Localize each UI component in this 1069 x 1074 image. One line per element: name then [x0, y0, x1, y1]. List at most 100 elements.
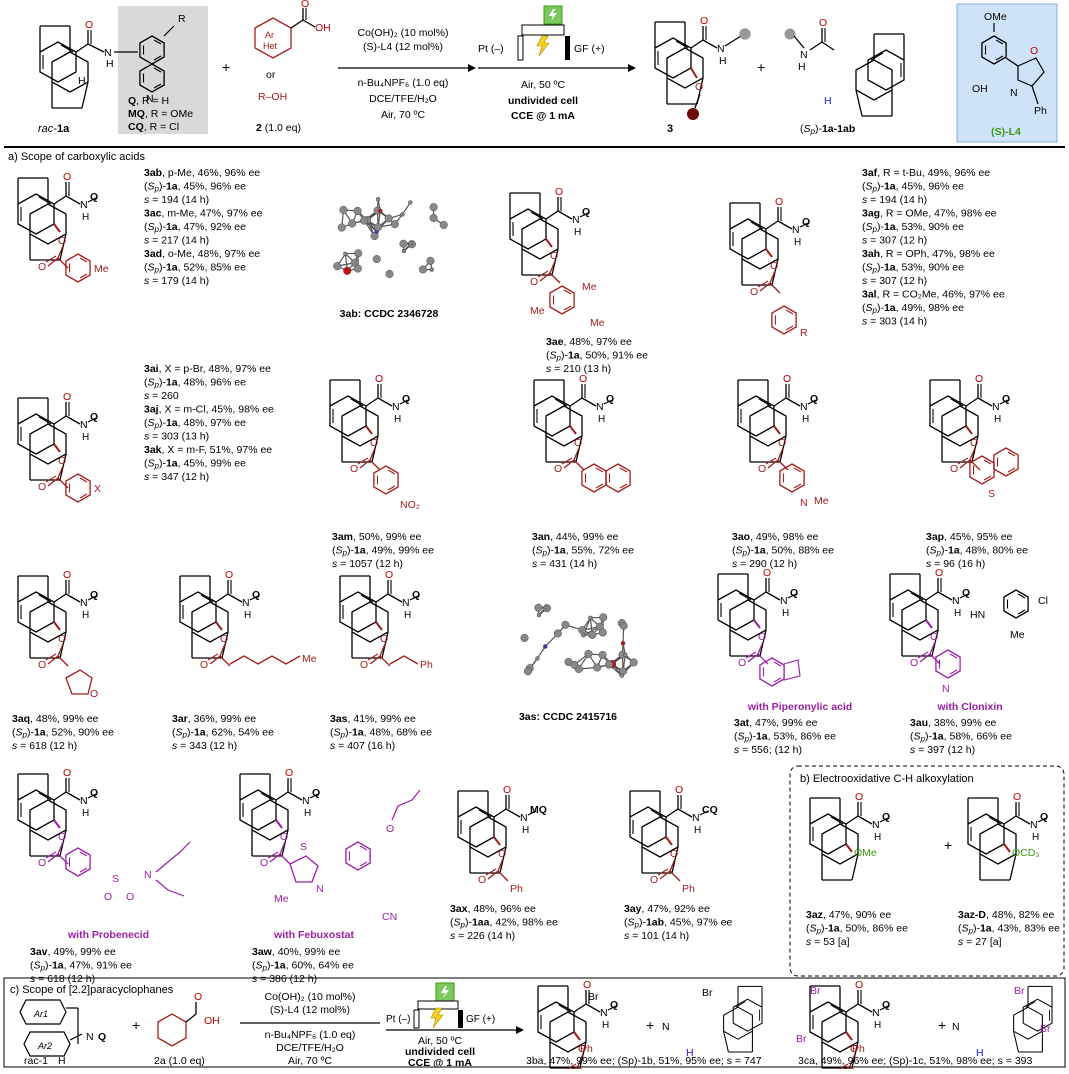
paracyclophane-core	[510, 193, 558, 275]
ortho-hydrogen: H	[78, 75, 86, 87]
carbonyl-oxygen: O	[63, 391, 71, 403]
bond	[276, 820, 282, 828]
cathode-label: Pt (–)	[478, 43, 504, 55]
yield-line: (Sp)-1a, 55%, 72% ee	[532, 545, 634, 558]
aminoquinoline-group: Q	[882, 999, 890, 1011]
acid-hydroxyl: OH	[315, 22, 331, 34]
yield-line: s = 303 (13 h)	[144, 431, 209, 443]
bond	[810, 42, 822, 50]
xray-atom	[570, 661, 578, 669]
bond	[70, 1034, 82, 1040]
arrow-head	[516, 1026, 524, 1034]
drug-name-piperonylic-acid: with Piperonylic acid	[747, 701, 852, 713]
ester-carbonyl-oxygen: O	[650, 874, 658, 886]
condition-line: Air, 70 ºC	[288, 1055, 333, 1067]
ester-oxygen: O	[58, 455, 66, 467]
bond	[858, 1004, 872, 1012]
yield-line: 3ak, X = m-F, 51%, 97% ee	[144, 444, 272, 456]
yield-line: 3am, 50%, 99% ee	[332, 531, 421, 543]
bond	[846, 844, 852, 852]
paracyclophane-core	[968, 798, 1016, 880]
bromo-substituent: Br	[1040, 1023, 1051, 1035]
amide-nitrogen: N	[800, 401, 808, 413]
bond	[564, 460, 574, 468]
yield-line: 3ax, 48%, 96% ee	[450, 903, 536, 915]
bond	[1016, 816, 1030, 824]
condition-line: (S)-L4 (12 mol%)	[363, 41, 443, 53]
methyl-substituent: Me	[274, 893, 289, 905]
yield-line: (Sp)-1a, 50%, 91% ee	[546, 350, 648, 363]
xray-atom	[585, 650, 593, 658]
auxiliary-ball-icon	[740, 29, 751, 40]
auxiliary-ball-icon	[785, 29, 796, 40]
or-text: or	[266, 69, 276, 81]
xray-atom	[535, 656, 539, 660]
acid-hydroxyl: OH	[204, 1015, 220, 1027]
cell-current: CCE @ 1 mA	[511, 110, 575, 122]
circuit-wire	[522, 25, 564, 35]
ester-carbonyl-oxygen: O	[260, 857, 268, 869]
substrate-label: rac-1	[24, 1055, 48, 1067]
yield-line: (Sp)-1a, 58%, 66% ee	[910, 731, 1012, 744]
carbonyl-oxygen: O	[85, 19, 93, 31]
yield-line: s = 397 (12 h)	[910, 744, 975, 756]
alkoxy-group: OCD₃	[1012, 847, 1040, 859]
bond	[666, 809, 678, 817]
bond	[54, 594, 66, 602]
methoxy-label: OMe	[984, 11, 1007, 23]
pyridine-nitrogen: N	[942, 683, 950, 695]
substituent-r: R	[178, 13, 186, 25]
bromo-substituent: Br	[796, 1033, 807, 1045]
phenyl-terminus: Ph	[682, 883, 695, 895]
xray-atom	[343, 267, 351, 275]
bond	[558, 211, 572, 219]
aux-group-line: MQ, R = OMe	[128, 108, 193, 120]
phenyl-terminus: Ph	[580, 1043, 593, 1055]
bond	[754, 592, 766, 600]
propyl-chain	[156, 842, 190, 872]
xray-atom	[409, 241, 413, 245]
yield-line: 3az-D, 48%, 82% ee	[958, 909, 1054, 921]
xray-atom	[620, 622, 628, 630]
amide-nitrogen: N	[86, 1031, 94, 1043]
ester-carbonyl-oxygen: O	[910, 657, 918, 669]
yield-line: (Sp)-1a, 49%, 98% ee	[862, 302, 964, 315]
yield-line: (Sp)-1a, 45%, 96% ee	[862, 181, 964, 194]
chloro-substituent: Cl	[1038, 595, 1048, 607]
amide-nitrogen: N	[302, 795, 310, 807]
paracyclophane-core	[890, 574, 938, 656]
methyl-substituent: Me	[590, 317, 605, 329]
bond	[58, 656, 68, 666]
dioxole-ring	[784, 660, 800, 680]
mesityl-ring	[550, 286, 574, 314]
amide-nitrogen: N	[80, 597, 88, 609]
yield-line: (Sp)-1a, 62%, 54% ee	[172, 727, 274, 740]
bond	[370, 656, 380, 664]
bond	[48, 656, 58, 664]
bond	[770, 283, 780, 293]
ester-oxygen: O	[58, 235, 66, 247]
ester-carbonyl-oxygen: O	[530, 276, 538, 288]
amide-nitrogen: N	[1030, 819, 1038, 831]
xray-atom	[400, 240, 408, 248]
yield-line: 3ar, 36%, 99% ee	[172, 713, 256, 725]
amide-hydrogen: H	[694, 825, 701, 836]
yield-line: 3ae, 48%, 97% ee	[546, 336, 632, 348]
bond	[846, 1004, 858, 1012]
xray-atom	[543, 645, 547, 649]
bond	[725, 36, 741, 46]
bond	[754, 620, 760, 628]
cell-condition: Air, 50 ºC	[521, 79, 566, 91]
xray-atom	[599, 651, 607, 659]
bond	[550, 273, 560, 283]
bond	[216, 594, 228, 602]
yield-line: s = 431 (14 h)	[532, 558, 597, 570]
